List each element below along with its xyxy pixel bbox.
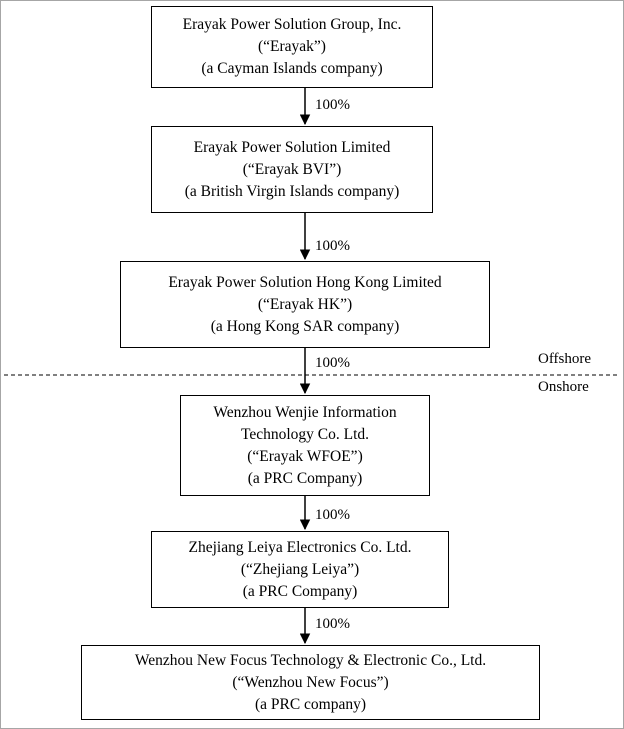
- entity-name: Erayak Power Solution Limited: [193, 138, 391, 156]
- entity-alias: (“Zhejiang Leiya”): [240, 560, 360, 578]
- entity-name: Erayak Power Solution Hong Kong Limited: [168, 273, 442, 291]
- entity-alias: (“Erayak WFOE”): [247, 447, 363, 465]
- ownership-label: 100%: [315, 507, 350, 523]
- entity-name-line1: Wenzhou Wenjie Information: [213, 403, 397, 421]
- entity-alias: (“Erayak BVI”): [242, 160, 342, 178]
- ownership-label: 100%: [315, 355, 350, 371]
- entity-box-erayak-hk: Erayak Power Solution Hong Kong Limited …: [120, 261, 490, 348]
- ownership-label: 100%: [315, 97, 350, 113]
- entity-jurisdiction: (a PRC Company): [247, 469, 363, 487]
- onshore-label: Onshore: [538, 379, 589, 395]
- entity-box-zhejiang-leiya: Zhejiang Leiya Electronics Co. Ltd. (“Zh…: [151, 531, 449, 608]
- entity-box-erayak-wfoe: Wenzhou Wenjie Information Technology Co…: [180, 395, 430, 496]
- entity-box-erayak: Erayak Power Solution Group, Inc. (“Eray…: [151, 6, 433, 88]
- entity-alias: (“Wenzhou New Focus”): [232, 673, 389, 691]
- entity-jurisdiction: (a British Virgin Islands company): [184, 182, 400, 200]
- entity-name: Wenzhou New Focus Technology & Electroni…: [134, 651, 487, 669]
- entity-box-wenzhou-new-focus: Wenzhou New Focus Technology & Electroni…: [81, 645, 540, 720]
- entity-name-line2: Technology Co. Ltd.: [240, 425, 370, 443]
- entity-name: Zhejiang Leiya Electronics Co. Ltd.: [188, 538, 412, 556]
- entity-jurisdiction: (a PRC Company): [242, 582, 358, 600]
- entity-jurisdiction: (a Hong Kong SAR company): [210, 317, 400, 335]
- entity-jurisdiction: (a PRC company): [254, 695, 367, 713]
- ownership-label: 100%: [315, 616, 350, 632]
- entity-box-erayak-bvi: Erayak Power Solution Limited (“Erayak B…: [151, 126, 433, 213]
- entity-name: Erayak Power Solution Group, Inc.: [182, 16, 402, 33]
- entity-jurisdiction: (a Cayman Islands company): [201, 60, 383, 77]
- entity-alias: (“Erayak”): [258, 38, 326, 55]
- ownership-label: 100%: [315, 238, 350, 254]
- offshore-label: Offshore: [538, 351, 592, 367]
- entity-alias: (“Erayak HK”): [257, 295, 353, 313]
